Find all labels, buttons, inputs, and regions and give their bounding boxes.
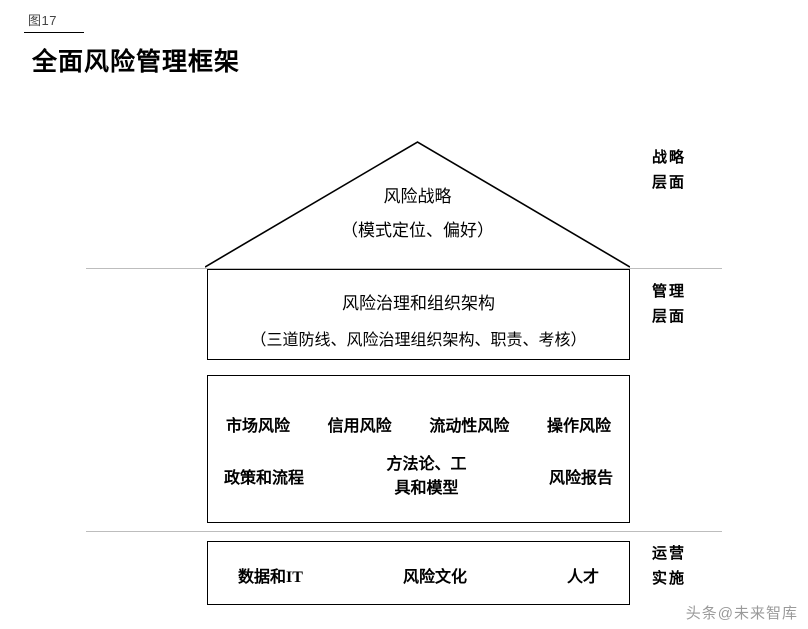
divider-strategy-management bbox=[86, 268, 722, 269]
side-label-management-line-2: 层面 bbox=[652, 309, 687, 325]
operations-row: 数据和IT 风险文化 人才 bbox=[208, 563, 629, 587]
governance-box: 风险治理和组织架构 （三道防线、风险治理组织架构、职责、考核） bbox=[207, 269, 630, 360]
risk-market: 市场风险 bbox=[226, 418, 291, 435]
side-label-operations-line-2: 实施 bbox=[652, 571, 687, 587]
operations-box: 数据和IT 风险文化 人才 bbox=[207, 541, 630, 605]
risk-types-row-2: 政策和流程 方法论、工 具和模型 风险报告 bbox=[208, 456, 629, 501]
page-title: 全面风险管理框架 bbox=[32, 49, 241, 76]
side-label-operations: 运营 实施 bbox=[652, 542, 686, 592]
risk-operational: 操作风险 bbox=[546, 418, 611, 435]
roof-line-1: 风险战略 bbox=[383, 187, 452, 206]
watermark: 头条@未来智库 bbox=[685, 605, 798, 622]
risk-credit: 信用风险 bbox=[327, 418, 392, 435]
risk-types-box: 市场风险 信用风险 流动性风险 操作风险 政策和流程 方法论、工 具和模型 风险… bbox=[207, 375, 630, 523]
side-label-strategy-line-2: 层面 bbox=[652, 175, 687, 191]
side-label-strategy: 战略 层面 bbox=[652, 146, 686, 196]
risk-methodology-line-2: 具和模型 bbox=[394, 480, 459, 497]
figure-label-underline bbox=[24, 32, 84, 33]
side-label-management-line-1: 管理 bbox=[652, 284, 687, 300]
risk-policy-process: 政策和流程 bbox=[224, 470, 305, 487]
risk-liquidity: 流动性风险 bbox=[429, 418, 510, 435]
risk-types-row-1: 市场风险 信用风险 流动性风险 操作风险 bbox=[208, 412, 629, 436]
ops-risk-culture: 风险文化 bbox=[402, 569, 467, 586]
roof-line-2: （模式定位、偏好） bbox=[341, 221, 494, 240]
risk-methodology-line-1: 方法论、工 bbox=[386, 456, 467, 473]
side-label-management: 管理 层面 bbox=[652, 280, 686, 330]
ops-data-it: 数据和IT bbox=[238, 569, 303, 586]
divider-management-operations bbox=[86, 531, 722, 532]
risk-methodology-tools: 方法论、工 具和模型 bbox=[386, 453, 466, 501]
side-label-strategy-line-1: 战略 bbox=[652, 150, 687, 166]
side-label-operations-line-1: 运营 bbox=[652, 546, 687, 562]
risk-reporting: 风险报告 bbox=[548, 470, 613, 487]
roof-triangle-shape bbox=[205, 140, 630, 268]
roof-svg bbox=[205, 141, 630, 268]
governance-line-2: （三道防线、风险治理组织架构、职责、考核） bbox=[250, 332, 587, 349]
governance-line-1: 风险治理和组织架构 bbox=[342, 294, 495, 313]
ops-talent: 人才 bbox=[566, 569, 599, 586]
figure-label: 图17 bbox=[28, 13, 57, 28]
roof-text-block: 风险战略 （模式定位、偏好） bbox=[205, 180, 630, 248]
